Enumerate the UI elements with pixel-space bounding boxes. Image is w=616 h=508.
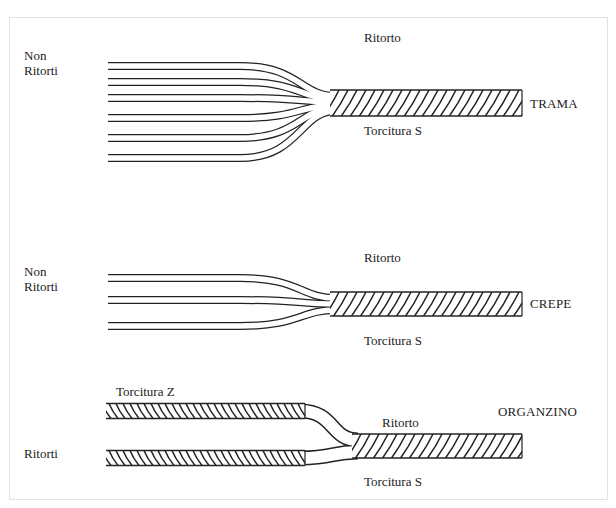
twist-stroke (494, 90, 510, 116)
s-twist-rope (329, 434, 559, 458)
twist-stroke (386, 90, 402, 116)
twist-stroke (521, 90, 522, 116)
rope-edge (330, 291, 522, 293)
rope-edge (106, 465, 305, 467)
rope-end (521, 90, 522, 116)
yarn-state-label: Ritorto (364, 250, 401, 265)
strand-state-label: Non Ritorti (24, 264, 74, 294)
twist-strokes (106, 404, 305, 419)
twist-stroke (503, 90, 519, 116)
twist-stroke (449, 90, 465, 116)
rope-edge (330, 89, 522, 91)
untwisted-strands (104, 66, 358, 458)
twist-stroke (518, 434, 522, 458)
twist-stroke (467, 90, 483, 116)
twist-strokes (352, 434, 522, 458)
twist-stroke (368, 90, 384, 116)
twist-label: Torcitura S (364, 474, 422, 489)
twisted-yarns (81, 90, 559, 466)
rope-end (304, 404, 305, 419)
rope-end (521, 292, 522, 316)
twist-stroke (422, 90, 438, 116)
twist-stroke (352, 434, 361, 458)
twist-strokes (106, 451, 305, 466)
strand-state-label: Non Ritorti (24, 48, 74, 78)
rope-edge (330, 315, 522, 317)
twist-stroke (332, 90, 348, 116)
yarn-type-label: ORGANZINO (498, 404, 577, 419)
twist-stroke (298, 451, 305, 466)
rope-body (330, 292, 522, 316)
s-twist-rope (305, 90, 555, 116)
twist-stroke (476, 90, 492, 116)
rope-body (106, 404, 305, 419)
twist-strokes (330, 292, 522, 316)
frame (10, 18, 608, 500)
rope-edge (106, 450, 305, 452)
twist-stroke (377, 90, 393, 116)
rope-edge (330, 115, 522, 117)
twist-label: Torcitura S (364, 123, 422, 138)
rope-end (521, 434, 522, 458)
rope-edge (352, 457, 522, 459)
twist-label: Torcitura S (364, 333, 422, 348)
rope-end (304, 451, 305, 466)
yarn-type-label: TRAMA (530, 96, 578, 111)
twist-strokes (330, 90, 522, 116)
twist-stroke (514, 292, 522, 316)
twist-stroke (395, 90, 411, 116)
twist-label: Torcitura Z (116, 384, 175, 399)
rope-edge (106, 418, 305, 420)
twist-stroke (350, 90, 366, 116)
rope-body (106, 451, 305, 466)
twist-stroke (341, 90, 357, 116)
twist-stroke (298, 404, 305, 419)
twist-stroke (458, 90, 474, 116)
rope-edge (352, 433, 522, 435)
twist-stroke (431, 90, 447, 116)
rope-edge (106, 403, 305, 405)
rope-body (330, 90, 522, 116)
yarn-type-label: CREPE (530, 296, 571, 311)
twist-stroke (485, 90, 501, 116)
twist-stroke (440, 90, 456, 116)
rope-body (352, 434, 522, 458)
strand-state-label: Ritorti (24, 446, 58, 461)
s-twist-rope (307, 292, 555, 316)
yarn-state-label: Ritorto (382, 415, 419, 430)
twist-stroke (413, 90, 429, 116)
z-twist-strand (81, 451, 314, 466)
twist-stroke (512, 90, 522, 116)
twist-stroke (359, 90, 375, 116)
twist-stroke (404, 90, 420, 116)
z-twist-strand (81, 404, 314, 419)
twist-stroke (330, 292, 339, 316)
yarn-state-label: Ritorto (364, 30, 401, 45)
